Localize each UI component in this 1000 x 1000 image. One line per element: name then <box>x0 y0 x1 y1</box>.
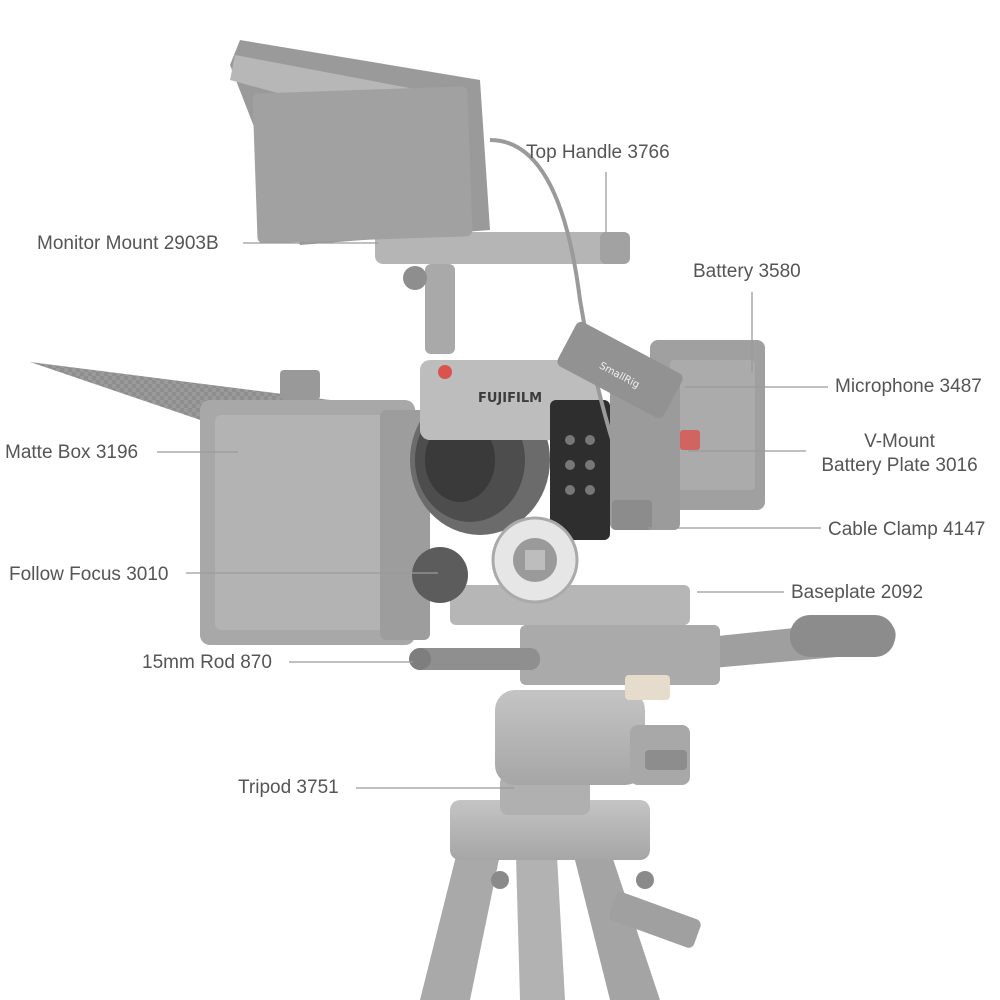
label-battery: Battery 3580 <box>693 261 801 282</box>
tripod-knob-icon <box>636 871 654 889</box>
label-matte-box: Matte Box 3196 <box>5 442 139 463</box>
record-button-icon <box>438 365 452 379</box>
label-top-handle: Top Handle 3766 <box>526 142 670 163</box>
cable-clamp <box>612 500 652 530</box>
matte-box <box>30 362 430 645</box>
tripod <box>420 775 701 1000</box>
monitor <box>230 40 490 245</box>
label-tripod: Tripod 3751 <box>238 777 339 798</box>
leader-lines <box>157 172 828 789</box>
tripod-knob-icon <box>491 871 509 889</box>
microphone: SmallRig <box>557 321 683 419</box>
vmount-plate <box>610 380 700 530</box>
label-vmount-line1: V-Mount <box>864 431 935 452</box>
fluid-head <box>495 615 896 785</box>
follow-focus <box>412 516 579 604</box>
label-monitor-mount: Monitor Mount 2903B <box>37 233 219 254</box>
top-handle <box>375 232 630 354</box>
baseplate <box>409 585 720 700</box>
label-baseplate: Baseplate 2092 <box>791 582 924 603</box>
label-follow-focus: Follow Focus 3010 <box>9 564 169 585</box>
label-vmount-line2: Battery Plate 3016 <box>821 455 978 476</box>
label-vmount-plate: V-Mount Battery Plate 3016 <box>812 430 987 478</box>
label-microphone: Microphone 3487 <box>835 376 982 397</box>
label-cable-clamp: Cable Clamp 4147 <box>828 519 986 540</box>
label-rod: 15mm Rod 870 <box>142 652 272 673</box>
camera-cage: FUJIFILM <box>420 360 610 540</box>
camera-brand-logo: FUJIFILM <box>478 391 542 406</box>
